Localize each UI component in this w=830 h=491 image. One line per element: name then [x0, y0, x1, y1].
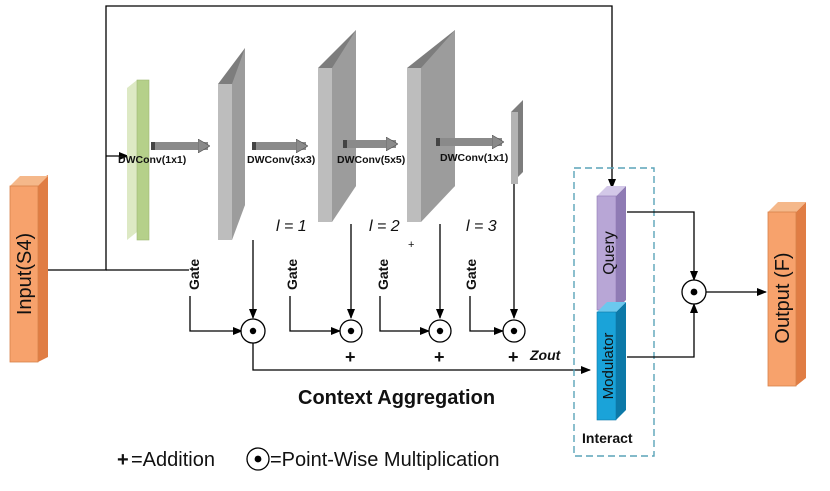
gate-label-1: Gate	[186, 259, 202, 290]
multiply-node-3	[428, 319, 452, 343]
context-aggregation-label: Context Aggregation	[298, 387, 495, 409]
legend-addition-symbol: +	[117, 449, 129, 471]
multiply-node-4	[502, 319, 526, 343]
feature-map-green	[127, 79, 150, 241]
dwconv-label-1: DWConv(1x1)	[118, 154, 186, 166]
multiply-nodes	[240, 318, 526, 344]
interact-label: Interact	[582, 430, 633, 446]
skip-connection	[48, 5, 616, 271]
legend-multiply-text: =Point-Wise Multiplication	[270, 449, 500, 471]
output-block: Output (F)	[767, 202, 806, 387]
dwconv-label-3: DWConv(5x5)	[337, 154, 405, 166]
dwconv-label-4: DWConv(1x1)	[440, 152, 508, 164]
stray-plus-mark: +	[408, 239, 414, 251]
dwconv-labels: DWConv(1x1) DWConv(3x3) DWConv(5x5) DWCo…	[118, 152, 508, 166]
feature-map-gray-4	[511, 100, 523, 184]
legend-multiply-icon	[246, 447, 270, 471]
multiply-node-2	[339, 319, 363, 343]
feature-map-gray-2	[318, 30, 356, 222]
plus-mark-1: +	[345, 347, 356, 367]
dwconv-arrow-left-ends	[151, 138, 440, 150]
gate-label-4: Gate	[463, 259, 479, 290]
interaction-connections	[627, 211, 767, 358]
gate-label-3: Gate	[375, 259, 391, 290]
plus-mark-3: +	[508, 347, 519, 367]
dwconv-arrows	[151, 142, 502, 146]
level-label-3: l = 3	[466, 218, 497, 235]
feature-map-gray-3	[407, 30, 455, 222]
plus-mark-2: +	[434, 347, 445, 367]
level-labels: l = 1 l = 2 l = 3 +	[276, 218, 497, 251]
dwconv-label-2: DWConv(3x3)	[247, 154, 315, 166]
feature-map-gray-1	[218, 48, 245, 240]
multiply-node-1	[240, 318, 266, 344]
legend: + =Addition =Point-Wise Multiplication	[117, 447, 500, 471]
gate-labels: Gate Gate Gate Gate	[186, 259, 479, 290]
addition-marks: + + +	[345, 347, 519, 367]
interact-box: Interact	[573, 167, 655, 457]
modulator-label: Modulator	[600, 333, 617, 400]
level-label-1: l = 1	[276, 218, 307, 235]
gate-label-2: Gate	[284, 259, 300, 290]
query-label: Query	[601, 231, 618, 275]
output-label: Output (F)	[772, 252, 794, 343]
input-label: Input(S4)	[14, 233, 36, 315]
input-block: Input(S4)	[9, 175, 48, 363]
z-out-label: Zout	[529, 347, 562, 363]
level-label-2: l = 2	[369, 218, 400, 235]
query-block: Query	[596, 186, 626, 311]
legend-addition-text: =Addition	[131, 449, 215, 471]
modulator-block: Modulator	[596, 302, 626, 421]
aggregation-connections	[189, 184, 591, 374]
multiply-node-final	[681, 279, 707, 305]
